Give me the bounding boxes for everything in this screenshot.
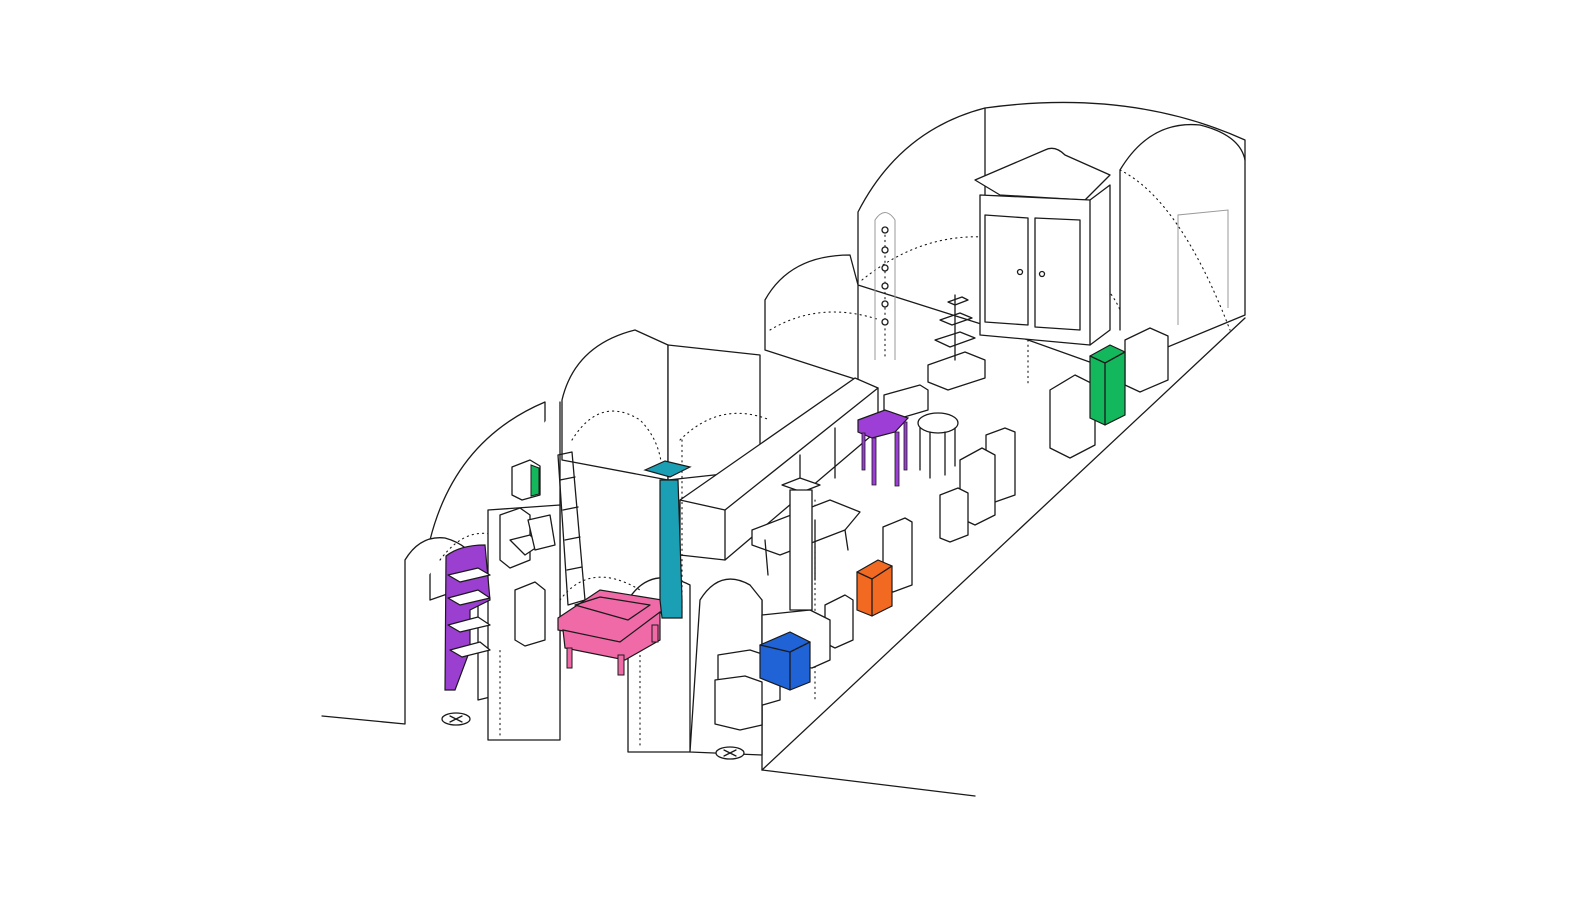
mirror-light-column	[874, 212, 896, 360]
shelving-unit-purple	[444, 544, 491, 691]
floor-outline	[761, 317, 1246, 797]
round-table	[917, 412, 959, 479]
side-table-violet	[857, 409, 910, 487]
pedestal-orange	[856, 559, 893, 617]
cabinet-green	[1089, 344, 1126, 426]
white-shelf-frames	[499, 451, 586, 647]
column-teal	[643, 460, 692, 619]
wall-box-green	[511, 459, 541, 501]
wardrobe	[974, 147, 1111, 346]
crossed-circle-icon	[441, 712, 471, 726]
middle-walls	[561, 254, 881, 481]
floor-marker	[715, 746, 745, 760]
cabinet-blue	[759, 631, 811, 691]
crossed-circle-icon	[715, 746, 745, 760]
white-column	[781, 477, 821, 611]
floor-marker	[441, 712, 471, 726]
tiered-stand	[927, 294, 986, 391]
display-table-pink	[557, 589, 663, 676]
